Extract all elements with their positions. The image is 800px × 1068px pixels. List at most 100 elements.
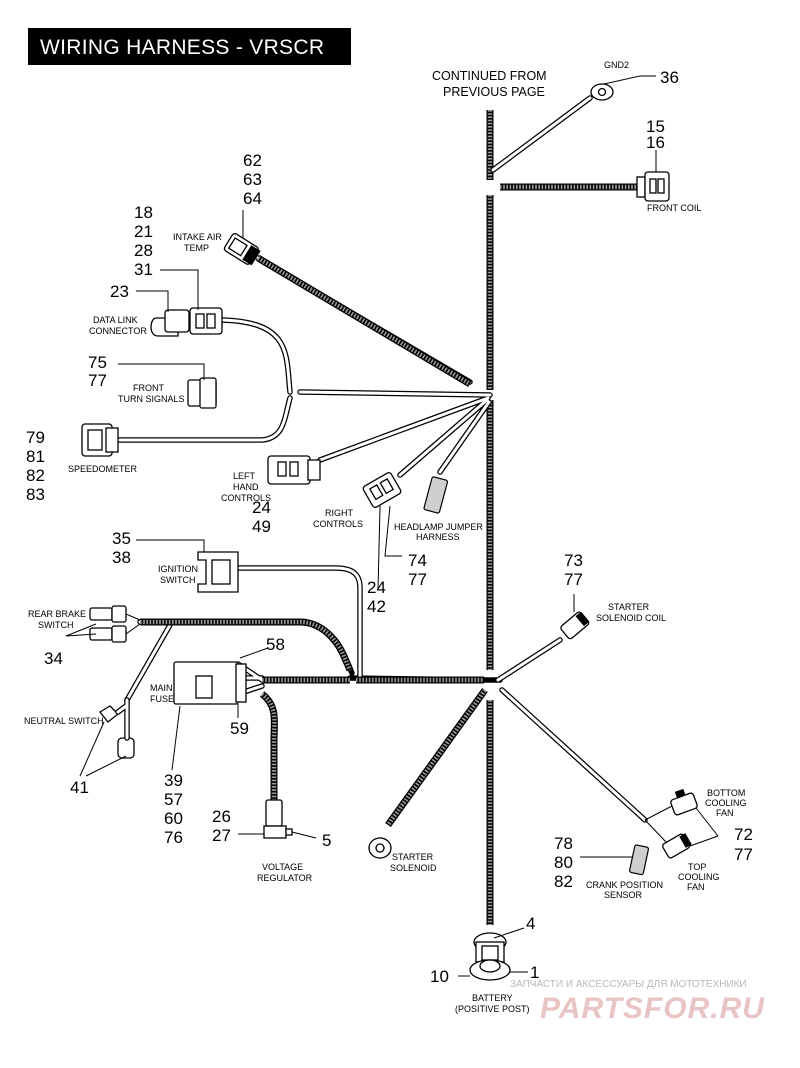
rc-label-line1: RIGHT [325, 508, 354, 518]
ns-label: NEUTRAL SWITCH [24, 716, 104, 726]
fts-ref-1: 75 [88, 353, 107, 372]
front-turn-signals-connector [187, 377, 217, 409]
speedometer-connector [81, 423, 119, 457]
ign-label-line2: SWITCH [160, 575, 196, 585]
iat-label-line1: INTAKE AIR [173, 232, 222, 242]
title-background [28, 28, 351, 65]
ns-ref: 41 [70, 778, 89, 797]
front-coil-connector [636, 171, 670, 202]
right-controls-connector [362, 472, 402, 508]
vr-label-line2: REGULATOR [257, 873, 313, 883]
rbs-label-line2: SWITCH [38, 620, 74, 630]
intake-air-temp-sensor [223, 232, 261, 266]
ssc-ref-2: 77 [564, 570, 583, 589]
battery-label-line1: BATTERY [472, 993, 513, 1003]
dlc-ref-3: 28 [134, 241, 153, 260]
iat-ref-2: 63 [243, 170, 262, 189]
front-coil-ref-1: 15 [646, 117, 665, 136]
fuse-label-line1: MAIN [150, 683, 173, 693]
bcf-label-line1: BOTTOM [707, 788, 745, 798]
rc-ref-2: 42 [367, 597, 386, 616]
watermark-brand: PARTSFOR.RU [540, 992, 765, 1025]
battery-ref-left: 10 [430, 967, 449, 986]
top-cooling-fan-connector [662, 833, 692, 859]
title-block: WIRING HARNESS - VRSCR [28, 28, 351, 65]
headlamp-jumper-connector [423, 476, 449, 514]
ign-label-line1: IGNITION [158, 564, 198, 574]
tcf-label-line2: COOLING [678, 872, 720, 882]
battery-ref-right: 1 [530, 963, 539, 982]
dlc-ref-1: 18 [134, 203, 153, 222]
rc-label-line2: CONTROLS [313, 519, 363, 529]
fuse-ref-1: 39 [164, 771, 183, 790]
rbs-label-line1: REAR BRAKE [28, 609, 86, 619]
ss-label-line1: STARTER [392, 852, 434, 862]
speedo-label: SPEEDOMETER [68, 464, 138, 474]
voltage-regulator-body [263, 799, 293, 839]
cps-ref-1: 78 [554, 834, 573, 853]
dlc-ref-4: 31 [134, 260, 153, 279]
lhc-label-line1: LEFT [233, 471, 256, 481]
fts-label-line2: TURN SIGNALS [118, 394, 185, 404]
tcf-label-line1: TOP [688, 862, 706, 872]
lhc-label-line2: HAND [233, 482, 259, 492]
iat-ref-3: 64 [243, 189, 262, 208]
data-link-connector [150, 307, 223, 337]
vr-ref-1: 26 [212, 807, 231, 826]
cps-ref-2: 80 [554, 853, 573, 872]
speedo-ref-3: 82 [26, 466, 45, 485]
fuse-ref-top: 58 [266, 635, 285, 654]
left-hand-controls-connector [267, 455, 321, 485]
lhc-label-line3: CONTROLS [221, 493, 271, 503]
fuse-ref-2: 57 [164, 790, 183, 809]
continued-note-line2: PREVIOUS PAGE [443, 85, 545, 99]
speedo-ref-4: 83 [26, 485, 45, 504]
fan-ref-2: 77 [734, 845, 753, 864]
fuse-ref-bottom: 59 [230, 719, 249, 738]
rc-ref-1: 24 [367, 578, 386, 597]
rbs-ref: 34 [44, 649, 63, 668]
starter-solenoid-coil-connector [560, 611, 590, 640]
gnd2-label: GND2 [604, 60, 629, 70]
speedo-ref-2: 81 [26, 447, 45, 466]
fuse-label-line2: FUSE [150, 694, 174, 704]
lhc-ref-2: 49 [252, 517, 271, 536]
bcf-label-line3: FAN [716, 808, 734, 818]
vr-ref-2: 27 [212, 826, 231, 845]
neutral-switch-body [99, 697, 135, 759]
tcf-label-line3: FAN [687, 882, 705, 892]
component-shapes [81, 83, 698, 981]
rear-brake-switch-body [89, 605, 141, 643]
starter-solenoid-terminal [368, 837, 392, 859]
hj-ref-2: 77 [408, 570, 427, 589]
fan-ref-1: 72 [734, 825, 753, 844]
vr-label-line1: VOLTAGE [262, 862, 303, 872]
cps-label-line1: CRANK POSITION [586, 880, 663, 890]
dlc-label-line1: DATA LINK [93, 315, 138, 325]
leader-lines [65, 75, 719, 939]
iat-ref-1: 62 [243, 151, 262, 170]
bottom-cooling-fan-connector [670, 788, 698, 816]
ssc-label-line1: STARTER [608, 602, 650, 612]
dlc-label-line2: CONNECTOR [89, 326, 147, 336]
hj-label-line2: HARNESS [416, 532, 460, 542]
iat-label-line2: TEMP [184, 243, 209, 253]
continued-note-line1: CONTINUED FROM [432, 69, 547, 83]
ign-ref-2: 38 [112, 548, 131, 567]
gnd2-ref: 36 [660, 68, 679, 87]
battery-ref-top: 4 [526, 914, 535, 933]
cps-ref-3: 82 [554, 872, 573, 891]
labels: CONTINUED FROM PREVIOUS PAGE GND2 36 15 … [24, 60, 753, 1014]
gnd2-terminal [590, 83, 614, 101]
hj-label-line1: HEADLAMP JUMPER [394, 522, 483, 532]
ssc-label-line2: SOLENOID COIL [596, 613, 666, 623]
dlc-ref-2: 21 [134, 222, 153, 241]
page-title: WIRING HARNESS - VRSCR [40, 36, 324, 59]
lhc-ref-1: 24 [252, 498, 271, 517]
ignition-switch-body [197, 551, 239, 593]
speedo-ref-1: 79 [26, 428, 45, 447]
ssc-ref-1: 73 [564, 551, 583, 570]
bcf-label-line2: COOLING [705, 798, 747, 808]
fts-label-line1: FRONT [133, 383, 164, 393]
